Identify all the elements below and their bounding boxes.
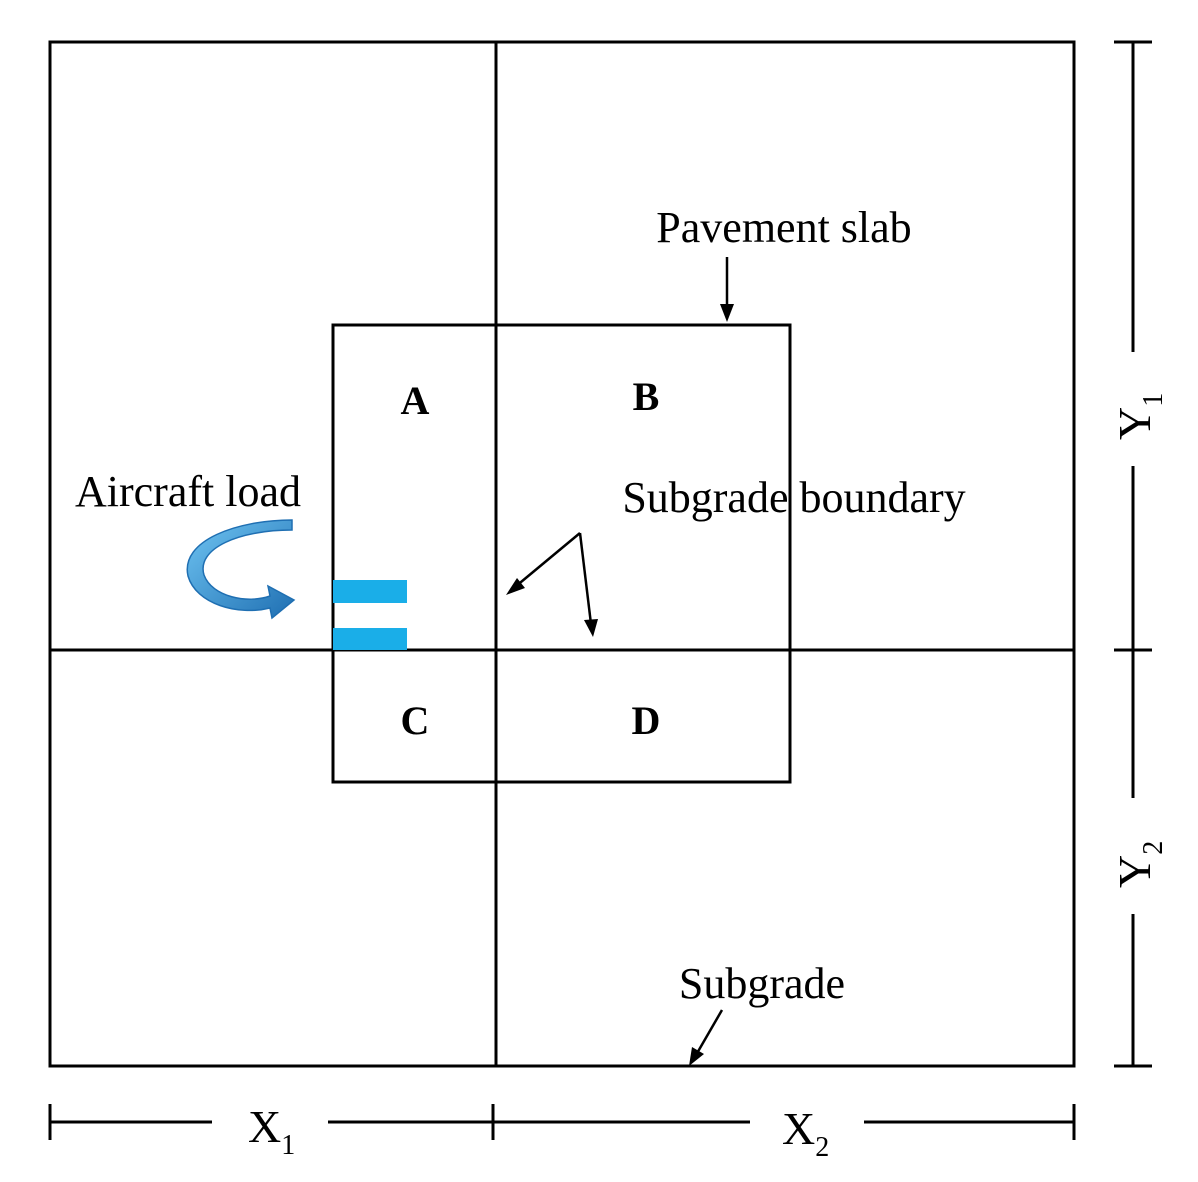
aircraft-load-bar-bottom — [333, 628, 407, 650]
quadrant-c-label: C — [401, 698, 430, 743]
y2-dimension-label: Y2 — [1109, 841, 1169, 888]
x-dimension-line — [48, 1104, 1076, 1140]
y-dimension-line — [1114, 40, 1152, 1068]
pavement-slab — [331, 323, 792, 784]
x2-dimension-label: X2 — [782, 1103, 829, 1163]
curved-arrow-icon — [186, 519, 296, 620]
aircraft-load-bar-top — [333, 580, 407, 603]
subgrade-outline — [48, 40, 1076, 1068]
quadrant-b-label: B — [633, 374, 660, 419]
aircraft-load-label: Aircraft load — [75, 467, 301, 516]
quadrant-a-label: A — [401, 378, 430, 423]
pavement-slab-arrow — [720, 257, 734, 322]
quadrant-d-label: D — [632, 698, 661, 743]
y1-dimension-label: Y1 — [1109, 393, 1169, 440]
subgrade-boundary-arrows — [506, 532, 598, 637]
subgrade-arrow — [689, 1009, 724, 1066]
subgrade-boundary-label: Subgrade boundary — [622, 473, 965, 522]
subgrade-label: Subgrade — [679, 959, 845, 1008]
pavement-slab-label: Pavement slab — [656, 203, 911, 252]
x1-dimension-label: X1 — [248, 1101, 295, 1161]
